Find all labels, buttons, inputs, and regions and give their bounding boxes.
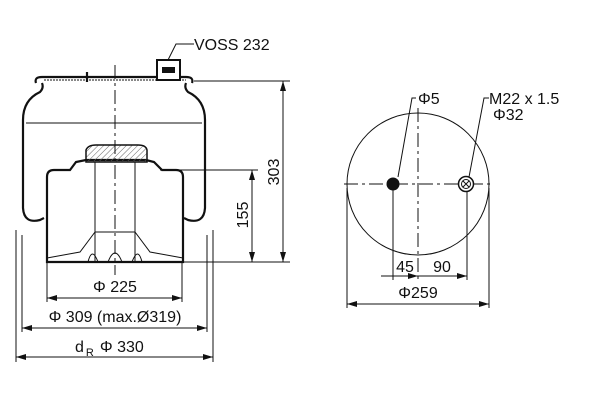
- top-view: Φ5 M22 x 1.5 Φ32 45 90 Φ259: [344, 91, 559, 308]
- offset-port: 90: [433, 259, 451, 276]
- height-piston: 155: [235, 202, 252, 229]
- height-total: 303: [266, 159, 283, 186]
- air-port: [457, 175, 475, 193]
- side-view: VOSS 232 303 155 Φ 225 Φ 309 (max.Ø319) …: [15, 37, 290, 362]
- pin-dia: Φ5: [418, 91, 440, 108]
- offset-pin: 45: [396, 259, 414, 276]
- thread-label: M22 x 1.5: [489, 91, 559, 108]
- bellows: [21, 82, 207, 222]
- pin-hole: [386, 177, 400, 191]
- piston-base: [46, 231, 184, 263]
- top-plate: [34, 75, 194, 84]
- bumper-cap: [85, 144, 148, 163]
- dia-bellows: Φ 309 (max.Ø319): [49, 309, 182, 326]
- dia-piston: Φ 225: [93, 279, 137, 296]
- port-dia: Φ32: [493, 107, 524, 124]
- valve-label: VOSS 232: [194, 37, 270, 54]
- voss-fitting: [156, 59, 181, 81]
- plate-dia: Φ259: [398, 285, 438, 302]
